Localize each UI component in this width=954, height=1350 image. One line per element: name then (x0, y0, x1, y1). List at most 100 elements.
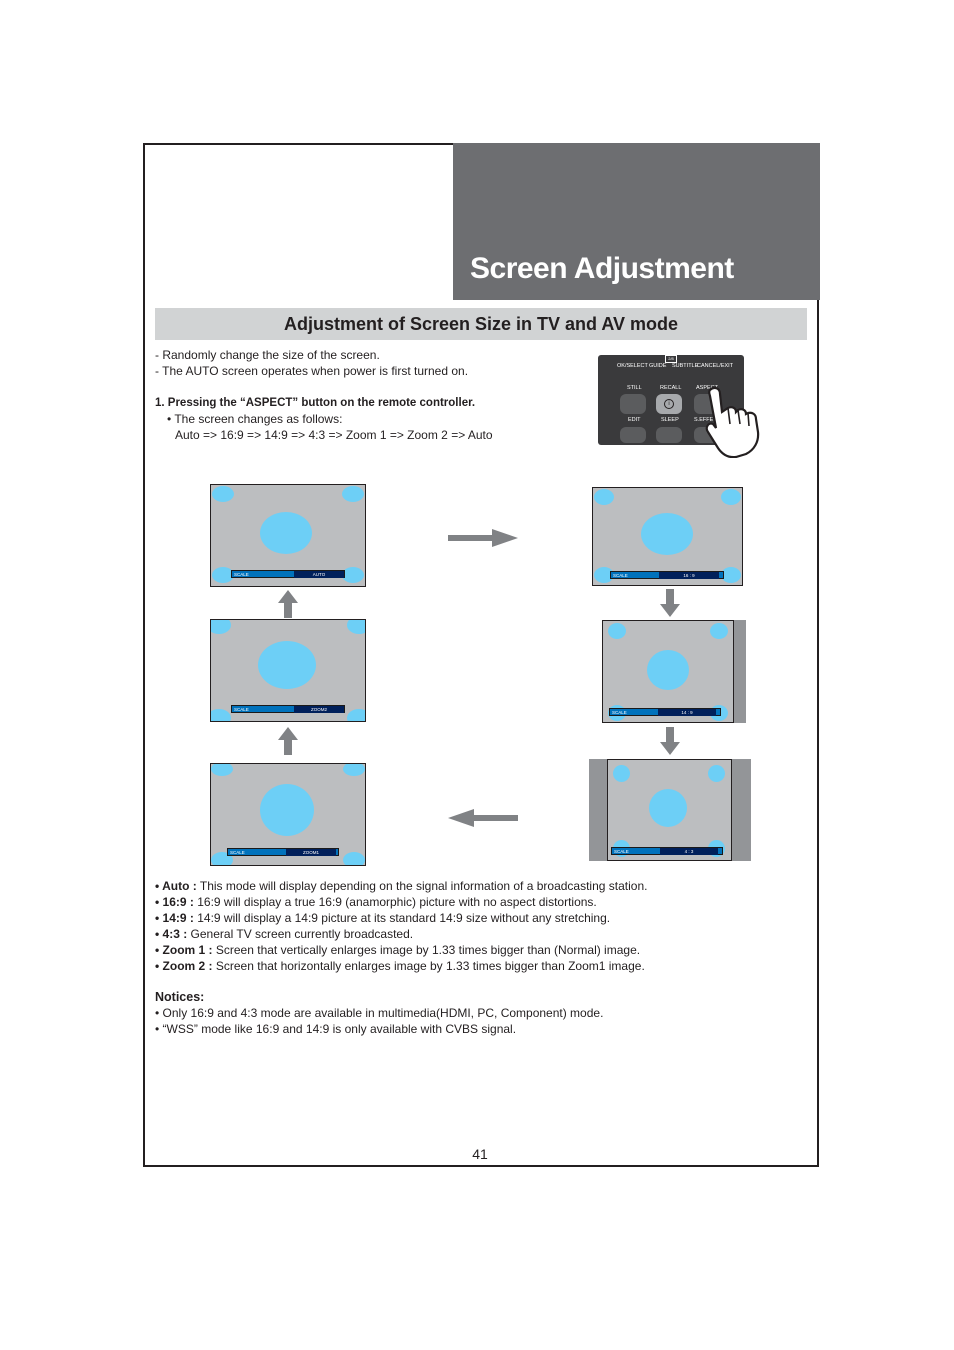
center-circle (260, 512, 312, 554)
notice-item: • “WSS” mode like 16:9 and 14:9 is only … (155, 1021, 516, 1037)
remote-badge: 2/8 (665, 355, 677, 363)
step-heading: 1. Pressing the “ASPECT” button on the r… (155, 395, 475, 411)
remote-sleep-button (656, 427, 682, 443)
center-circle (260, 784, 314, 836)
osd-scale-label: SCALE (612, 709, 627, 716)
osd-scale-label: SCALE (234, 706, 249, 713)
arrow-up-icon (278, 727, 298, 755)
info-icon: i (664, 399, 674, 409)
mode-text: 16:9 will display a true 16:9 (anamorphi… (194, 895, 597, 909)
screen-14-9: SCALE 14 : 9 (602, 620, 734, 723)
section-header: Adjustment of Screen Size in TV and AV m… (155, 308, 807, 340)
screen-16-9: SCALE 16 : 9 (592, 487, 743, 586)
step-sequence: Auto => 16:9 => 14:9 => 4:3 => Zoom 1 =>… (175, 427, 493, 443)
mode-zoom2: • Zoom 2 : Screen that horizontally enla… (155, 958, 645, 974)
remote-label-guide: GUIDE (649, 363, 666, 369)
osd-scale-label: SCALE (230, 849, 245, 856)
corner-circle (347, 709, 366, 722)
remote-edit-button (620, 427, 646, 443)
corner-circle (721, 489, 741, 505)
mode-key: • Zoom 1 : (155, 943, 213, 957)
corner-circle (343, 852, 365, 866)
osd-scale-value: 14 : 9 (658, 709, 716, 716)
corner-circle (343, 763, 365, 776)
center-circle (647, 650, 689, 690)
page-number: 41 (455, 1146, 505, 1162)
mode-text: Screen that horizontally enlarges image … (213, 959, 645, 973)
pillarbox-left (589, 759, 609, 861)
notices-heading: Notices: (155, 989, 204, 1005)
osd-scale-bar: SCALE ZOOM2 (231, 705, 345, 713)
center-circle (649, 789, 687, 827)
center-circle (258, 641, 316, 689)
mode-16-9: • 16:9 : 16:9 will display a true 16:9 (… (155, 894, 597, 910)
mode-text: This mode will display depending on the … (197, 879, 648, 893)
arrow-up-icon (278, 590, 298, 618)
remote-label-still: STILL (627, 385, 642, 391)
remote-label-sleep: SLEEP (661, 417, 679, 423)
section-title: Adjustment of Screen Size in TV and AV m… (155, 308, 807, 340)
remote-label-subtitle: SUBTITLE (672, 363, 698, 369)
osd-scale-label: SCALE (614, 848, 629, 855)
intro-line-2: - The AUTO screen operates when power is… (155, 363, 468, 379)
osd-scale-bar: SCALE AUTO (231, 570, 345, 578)
screen-zoom2: SCALE ZOOM2 (210, 619, 366, 722)
osd-scale-value: 16 : 9 (659, 572, 719, 579)
corner-circle (211, 763, 233, 776)
corner-circle (608, 623, 626, 639)
corner-circle (210, 619, 231, 634)
osd-scale-bar: SCALE ZOOM1 (227, 848, 339, 856)
remote-recall-button: i (656, 394, 682, 414)
corner-circle (710, 623, 728, 639)
osd-scale-value: ZOOM2 (294, 706, 344, 713)
mode-zoom1: • Zoom 1 : Screen that vertically enlarg… (155, 942, 640, 958)
corner-circle (212, 486, 234, 502)
arrow-right-icon (448, 528, 518, 548)
page-title: Screen Adjustment (470, 252, 734, 286)
notice-item: • Only 16:9 and 4:3 mode are available i… (155, 1005, 603, 1021)
corner-circle (594, 489, 614, 505)
mode-key: • 14:9 : (155, 911, 194, 925)
arrow-down-icon (660, 727, 680, 755)
remote-label-edit: EDIT (628, 417, 641, 423)
mode-4-3: • 4:3 : General TV screen currently broa… (155, 926, 413, 942)
corner-circle (342, 486, 364, 502)
mode-key: • 16:9 : (155, 895, 194, 909)
pillarbox-right (731, 759, 751, 861)
remote-still-button (620, 394, 646, 414)
pillarbox-right (732, 620, 746, 723)
osd-scale-bar: SCALE 14 : 9 (609, 708, 721, 716)
arrow-left-icon (448, 808, 518, 828)
osd-scale-value: 4 : 3 (660, 848, 718, 855)
mode-key: • Auto : (155, 879, 197, 893)
mode-text: 14:9 will display a 14:9 picture at its … (194, 911, 610, 925)
arrow-down-icon (660, 589, 680, 617)
osd-scale-label: SCALE (613, 572, 628, 579)
remote-label-cancel: CANCEL/EXIT (697, 363, 733, 369)
step-sub: • The screen changes as follows: (167, 411, 342, 427)
screen-4-3: SCALE 4 : 3 (607, 759, 732, 861)
corner-circle (347, 619, 366, 634)
osd-scale-bar: SCALE 16 : 9 (610, 571, 724, 579)
mode-key: • 4:3 : (155, 927, 187, 941)
mode-14-9: • 14:9 : 14:9 will display a 14:9 pictur… (155, 910, 610, 926)
screen-zoom1: SCALE ZOOM1 (210, 763, 366, 866)
corner-circle (210, 709, 231, 722)
osd-scale-label: SCALE (234, 571, 249, 578)
osd-scale-value: AUTO (294, 571, 344, 578)
mode-text: General TV screen currently broadcasted. (187, 927, 413, 941)
corner-circle (342, 567, 364, 583)
mode-auto: • Auto : This mode will display dependin… (155, 878, 647, 894)
corner-circle (721, 567, 741, 583)
osd-scale-bar: SCALE 4 : 3 (611, 847, 723, 855)
remote-label-recall: RECALL (660, 385, 681, 391)
title-block: Screen Adjustment (453, 143, 820, 300)
intro-line-1: - Randomly change the size of the screen… (155, 347, 380, 363)
pointing-hand-icon (696, 386, 764, 458)
mode-text: Screen that vertically enlarges image by… (213, 943, 641, 957)
corner-circle (708, 765, 725, 782)
osd-scale-value: ZOOM1 (286, 849, 336, 856)
remote-label-ok: OK/SELECT (617, 363, 648, 369)
screen-auto: SCALE AUTO (210, 484, 366, 587)
corner-circle (613, 765, 630, 782)
